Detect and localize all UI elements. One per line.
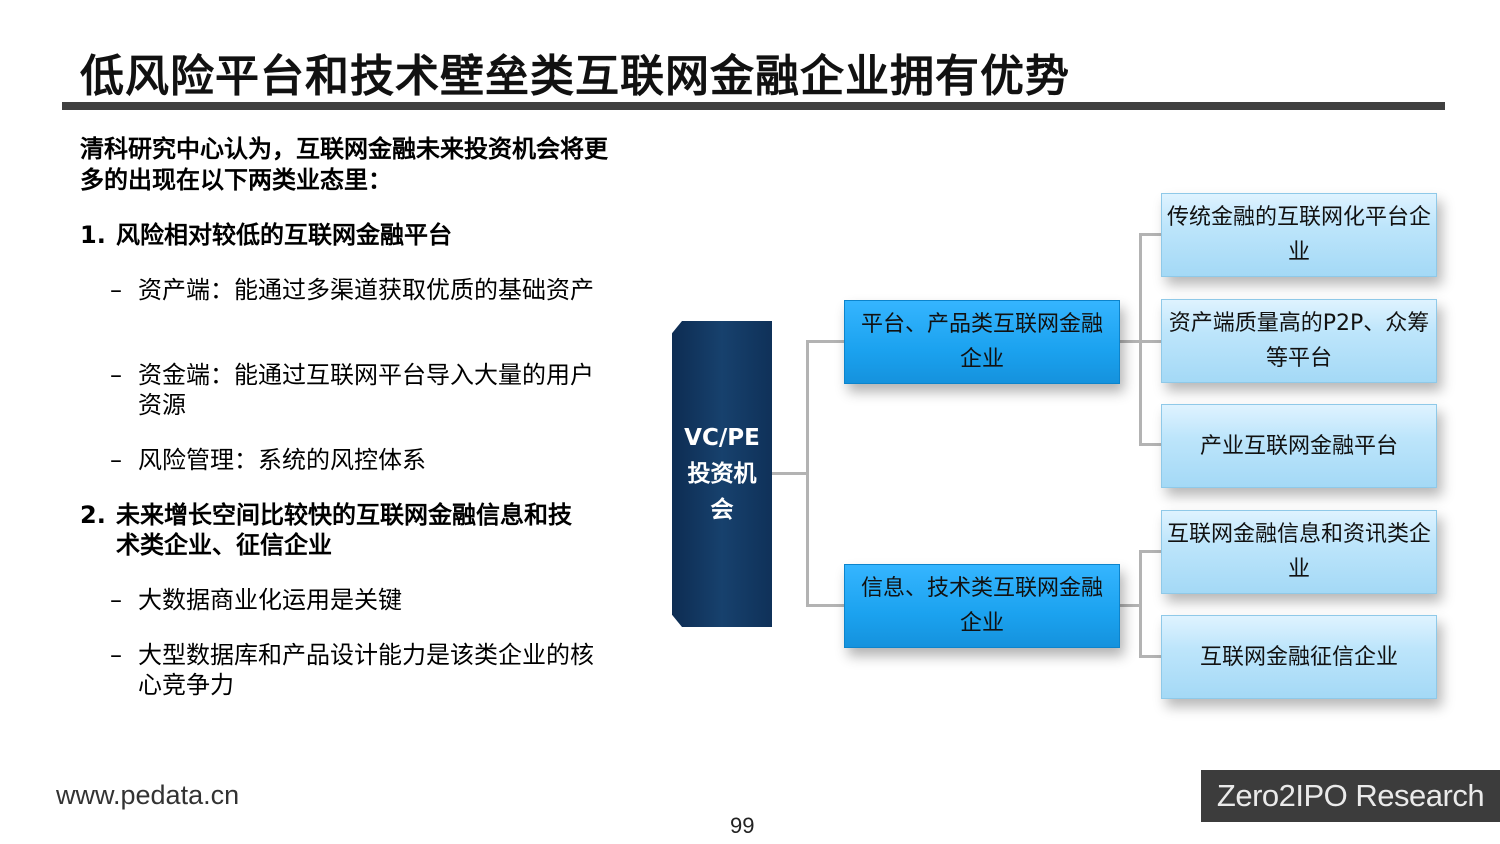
bullet-dash: – (110, 641, 122, 669)
connector-branch-1-vertical (1139, 233, 1142, 445)
footer-url[interactable]: www.pedata.cn (56, 780, 240, 810)
section-1-heading: 1. 风险相对较低的互联网金融平台 (80, 220, 610, 250)
diagram-leaf-1-2-label: 资产端质量高的P2P、众筹等平台 (1168, 311, 1430, 371)
connector-branch-2-leaf-1 (1139, 550, 1161, 553)
diagram-leaf-2-2-label: 互联网金融征信企业 (1199, 644, 1398, 670)
bullet-dash: – (110, 361, 122, 389)
section-2-heading: 2. 未来增长空间比较快的互联网金融信息和技 术类企业、征信企业 (80, 500, 610, 560)
connector-branch-1-leaf-1 (1139, 233, 1161, 236)
diagram-root-label: VC/PE投资机会 (684, 425, 760, 523)
section-2-item-1: – 大数据商业化运用是关键 (110, 585, 600, 615)
section-2-item-1-text: 大数据商业化运用是关键 (138, 586, 402, 614)
page-number: 99 (730, 813, 755, 838)
section-2-title-cont: 术类企业、征信企业 (116, 531, 332, 559)
diagram-branch-1-box: 平台、产品类互联网金融企业 (844, 300, 1120, 384)
connector-root-vertical (806, 340, 809, 607)
connector-branch-2-stem (1120, 604, 1142, 607)
section-1-item-3: – 风险管理：系统的风控体系 (110, 445, 600, 475)
bullet-dash: – (110, 276, 122, 304)
section-2-item-2-text: 大型数据库和产品设计能力是该类企业的核心竞争力 (138, 641, 594, 699)
diagram-leaf-1-3-box: 产业互联网金融平台 (1161, 404, 1437, 488)
section-1-item-1: – 资产端：能通过多渠道获取优质的基础资产 (110, 275, 600, 305)
connector-branch-1-stem (1120, 340, 1142, 343)
connector-root-to-branch-2 (806, 604, 844, 607)
connector-branch-2-vertical (1139, 550, 1142, 658)
diagram-root-box: VC/PE投资机会 (672, 321, 772, 627)
section-2-item-2: – 大型数据库和产品设计能力是该类企业的核心竞争力 (110, 640, 600, 700)
diagram-branch-1-label: 平台、产品类互联网金融企业 (860, 312, 1103, 372)
diagram-leaf-1-2-box: 资产端质量高的P2P、众筹等平台 (1161, 299, 1437, 383)
diagram-branch-2-box: 信息、技术类互联网金融企业 (844, 564, 1120, 648)
section-2-title: 未来增长空间比较快的互联网金融信息和技 (116, 501, 572, 529)
section-1-title: 风险相对较低的互联网金融平台 (116, 221, 452, 249)
diagram-leaf-1-1-box: 传统金融的互联网化平台企业 (1161, 193, 1437, 277)
diagram-leaf-2-1-box: 互联网金融信息和资讯类企业 (1161, 510, 1437, 594)
connector-root-to-branch-1 (806, 340, 844, 343)
diagram-branch-2-label: 信息、技术类互联网金融企业 (860, 576, 1103, 636)
connector-root-stem (772, 472, 808, 475)
title-underline (62, 102, 1445, 110)
diagram-leaf-1-3-label: 产业互联网金融平台 (1199, 433, 1398, 459)
diagram-leaf-1-1-label: 传统金融的互联网化平台企业 (1166, 205, 1431, 265)
section-1-number: 1. (80, 221, 106, 249)
brand-logo-text: Zero2IPO Research (1216, 778, 1485, 813)
connector-branch-2-leaf-2 (1139, 655, 1161, 658)
section-1-item-2-text: 资金端：能通过互联网平台导入大量的用户资源 (138, 361, 594, 419)
section-1-item-3-text: 风险管理：系统的风控体系 (138, 446, 426, 474)
bullet-dash: – (110, 586, 122, 614)
connector-branch-1-leaf-3 (1139, 443, 1161, 446)
bullet-dash: – (110, 446, 122, 474)
section-1-item-1-text: 资产端：能通过多渠道获取优质的基础资产 (138, 276, 594, 304)
connector-branch-1-leaf-2 (1139, 340, 1161, 343)
section-2-number: 2. (80, 501, 106, 529)
section-1-item-2: – 资金端：能通过互联网平台导入大量的用户资源 (110, 360, 600, 420)
diagram-leaf-2-1-label: 互联网金融信息和资讯类企业 (1166, 522, 1431, 582)
brand-logo: Zero2IPO Research (1201, 770, 1500, 822)
diagram-leaf-2-2-box: 互联网金融征信企业 (1161, 615, 1437, 699)
intro-text: 清科研究中心认为，互联网金融未来投资机会将更多的出现在以下两类业态里： (80, 135, 608, 194)
page-title: 低风险平台和技术壁垒类互联网金融企业拥有优势 (80, 51, 1070, 102)
